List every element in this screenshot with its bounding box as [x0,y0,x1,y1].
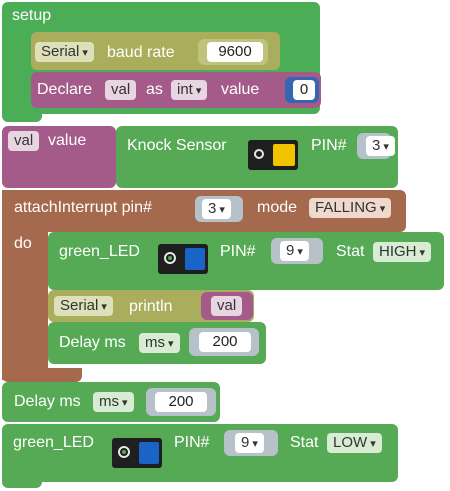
delay-label: Delay ms [14,393,81,410]
delay-unit-dropdown[interactable]: ms [93,392,134,412]
inner-delay-value-input[interactable]: 200 [199,332,251,352]
led-high-label: green_LED [59,243,140,260]
declare-value-label: value [221,81,260,98]
println-serial-dropdown[interactable]: Serial [54,296,113,316]
attach-mode-dropdown[interactable]: FALLING [309,198,392,218]
baud-rate-input[interactable]: 9600 [207,42,263,62]
led-module-icon [112,438,162,468]
println-label: println [129,298,173,315]
led-module-icon [158,244,208,274]
attach-pin-dropdown[interactable]: 3 [202,199,231,219]
setup-block-notch [2,108,42,122]
led-high-stat-dropdown[interactable]: HIGH [373,242,432,262]
led-high-stat-label: Stat [336,243,365,260]
inner-delay-label: Delay ms [59,334,126,351]
knock-pin-label: PIN# [311,137,347,154]
led-low-pin-label: PIN# [174,434,210,451]
attach-mode-label: mode [257,199,298,216]
knock-pin-dropdown[interactable]: 3 [366,136,395,156]
led-low-pin-dropdown[interactable]: 9 [235,433,264,453]
println-var-field[interactable]: val [211,296,243,316]
declare-var-field[interactable]: val [105,80,137,100]
declare-as-label: as [146,81,163,98]
inner-delay-unit-dropdown[interactable]: ms [139,333,180,353]
do-label: do [14,235,32,252]
led-high-pin-dropdown[interactable]: 9 [280,241,309,261]
led-low-stat-dropdown[interactable]: LOW [327,433,382,453]
delay-value-input[interactable]: 200 [155,392,207,412]
declare-value-input[interactable]: 0 [293,80,315,100]
attach-interrupt-foot [2,368,82,382]
attach-interrupt-label: attachInterrupt pin# [14,199,152,216]
led-high-pin-label: PIN# [220,243,256,260]
assign-value-label: value [48,132,87,149]
led-low-notch [2,476,42,488]
knock-sensor-icon [248,140,298,170]
baud-rate-label: baud rate [107,44,175,61]
knock-sensor-label: Knock Sensor [127,137,227,154]
declare-type-dropdown[interactable]: int [171,80,208,100]
led-low-stat-label: Stat [290,434,319,451]
serial-dropdown[interactable]: Serial [35,42,94,62]
assign-var-field[interactable]: val [8,131,40,151]
declare-label: Declare [37,81,93,98]
attach-interrupt-side [2,190,48,380]
setup-label: setup [12,7,52,24]
led-low-label: green_LED [13,434,94,451]
